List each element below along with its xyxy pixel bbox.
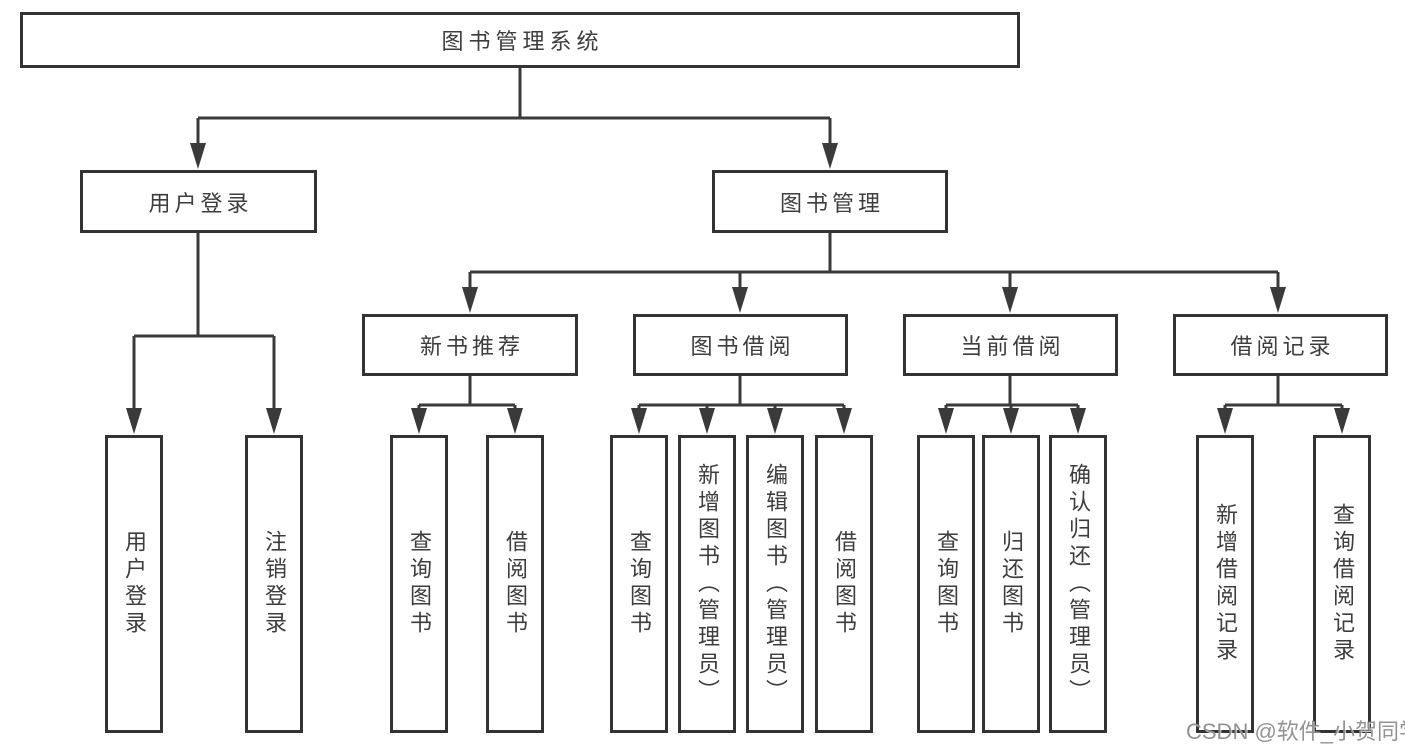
node-label: 当前借阅	[960, 334, 1065, 359]
node-label: 图书借阅	[690, 334, 795, 359]
node-library-system: 图书管理系统	[20, 12, 1020, 68]
watermark: CSDN @软件_小贺同学	[1186, 719, 1405, 744]
node-user-login: 用户登录	[80, 170, 317, 233]
node-current-borrowing: 当前借阅	[903, 314, 1118, 376]
node-borrowing-records: 借阅记录	[1173, 314, 1388, 376]
node-label: 图书管理系统	[441, 29, 604, 54]
leaf-add-book-admin: 新增图书（管理员）	[678, 435, 736, 733]
leaf-add-borrow-record: 新增借阅记录	[1196, 435, 1254, 733]
node-book-management: 图书管理	[712, 170, 948, 233]
leaf-query-books-current: 查询图书	[917, 435, 975, 733]
leaf-logout: 注销登录	[245, 435, 303, 733]
node-new-book-recommend: 新书推荐	[362, 314, 578, 376]
leaf-query-books-recommend: 查询图书	[390, 435, 448, 733]
leaf-return-books: 归还图书	[982, 435, 1040, 733]
node-label: 用户登录	[148, 190, 253, 216]
leaf-edit-book-admin: 编辑图书（管理员）	[746, 435, 804, 733]
leaf-borrow-books-borrowing: 借阅图书	[815, 435, 873, 733]
leaf-query-books-borrowing: 查询图书	[610, 435, 668, 733]
leaf-borrow-books-recommend: 借阅图书	[486, 435, 544, 733]
node-book-borrowing: 图书借阅	[633, 314, 848, 376]
node-label: 图书管理	[779, 190, 884, 216]
leaf-query-borrow-record: 查询借阅记录	[1313, 435, 1371, 733]
leaf-user-login: 用户登录	[105, 435, 163, 733]
node-label: 新书推荐	[419, 334, 524, 359]
leaf-confirm-return-admin: 确认归还（管理员）	[1049, 435, 1107, 733]
node-label: 借阅记录	[1230, 334, 1335, 359]
